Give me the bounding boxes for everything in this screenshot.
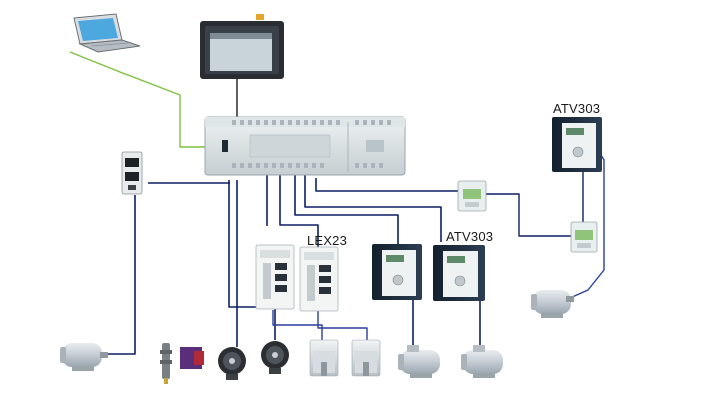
servo-motor-icon [309, 339, 339, 377]
altivar-drive [372, 244, 422, 300]
relay-module [457, 180, 487, 212]
plc-controller [204, 116, 406, 176]
motor-icon [60, 343, 108, 371]
motor-icon [461, 345, 503, 378]
power-module [121, 151, 143, 195]
altivar-drive [552, 117, 602, 172]
relay-link [486, 193, 573, 237]
touchscreen-hmi [200, 14, 284, 79]
encoder-icon [261, 341, 289, 374]
lex-cable-2 [279, 175, 319, 247]
relay-module [570, 221, 598, 253]
relay-cable [315, 178, 458, 192]
sensor-icon [180, 347, 204, 369]
servo-cable-1 [272, 310, 323, 340]
atv-cable-1 [294, 175, 399, 244]
motor-cable-1 [108, 195, 136, 355]
atv-cable-2 [304, 175, 442, 242]
atv303-label: ATV303 [553, 101, 601, 116]
lexium-servo-drive [299, 246, 339, 312]
encoder-cable-2 [228, 180, 276, 340]
encoder-icon [218, 347, 246, 380]
servo-cable-2 [317, 310, 368, 340]
altivar-drive [433, 245, 485, 301]
laptop-icon [73, 13, 141, 53]
ethernet-cable [69, 51, 210, 148]
atv303-label: ATV303 [446, 229, 494, 244]
servo-motor-icon [351, 339, 381, 377]
network-cables [69, 51, 605, 355]
motor-icon [398, 345, 440, 378]
lexium-servo-drive [255, 244, 295, 310]
sensor-icon [160, 343, 172, 384]
lex23-label: LEX23 [307, 233, 348, 248]
motor-icon [531, 290, 574, 318]
